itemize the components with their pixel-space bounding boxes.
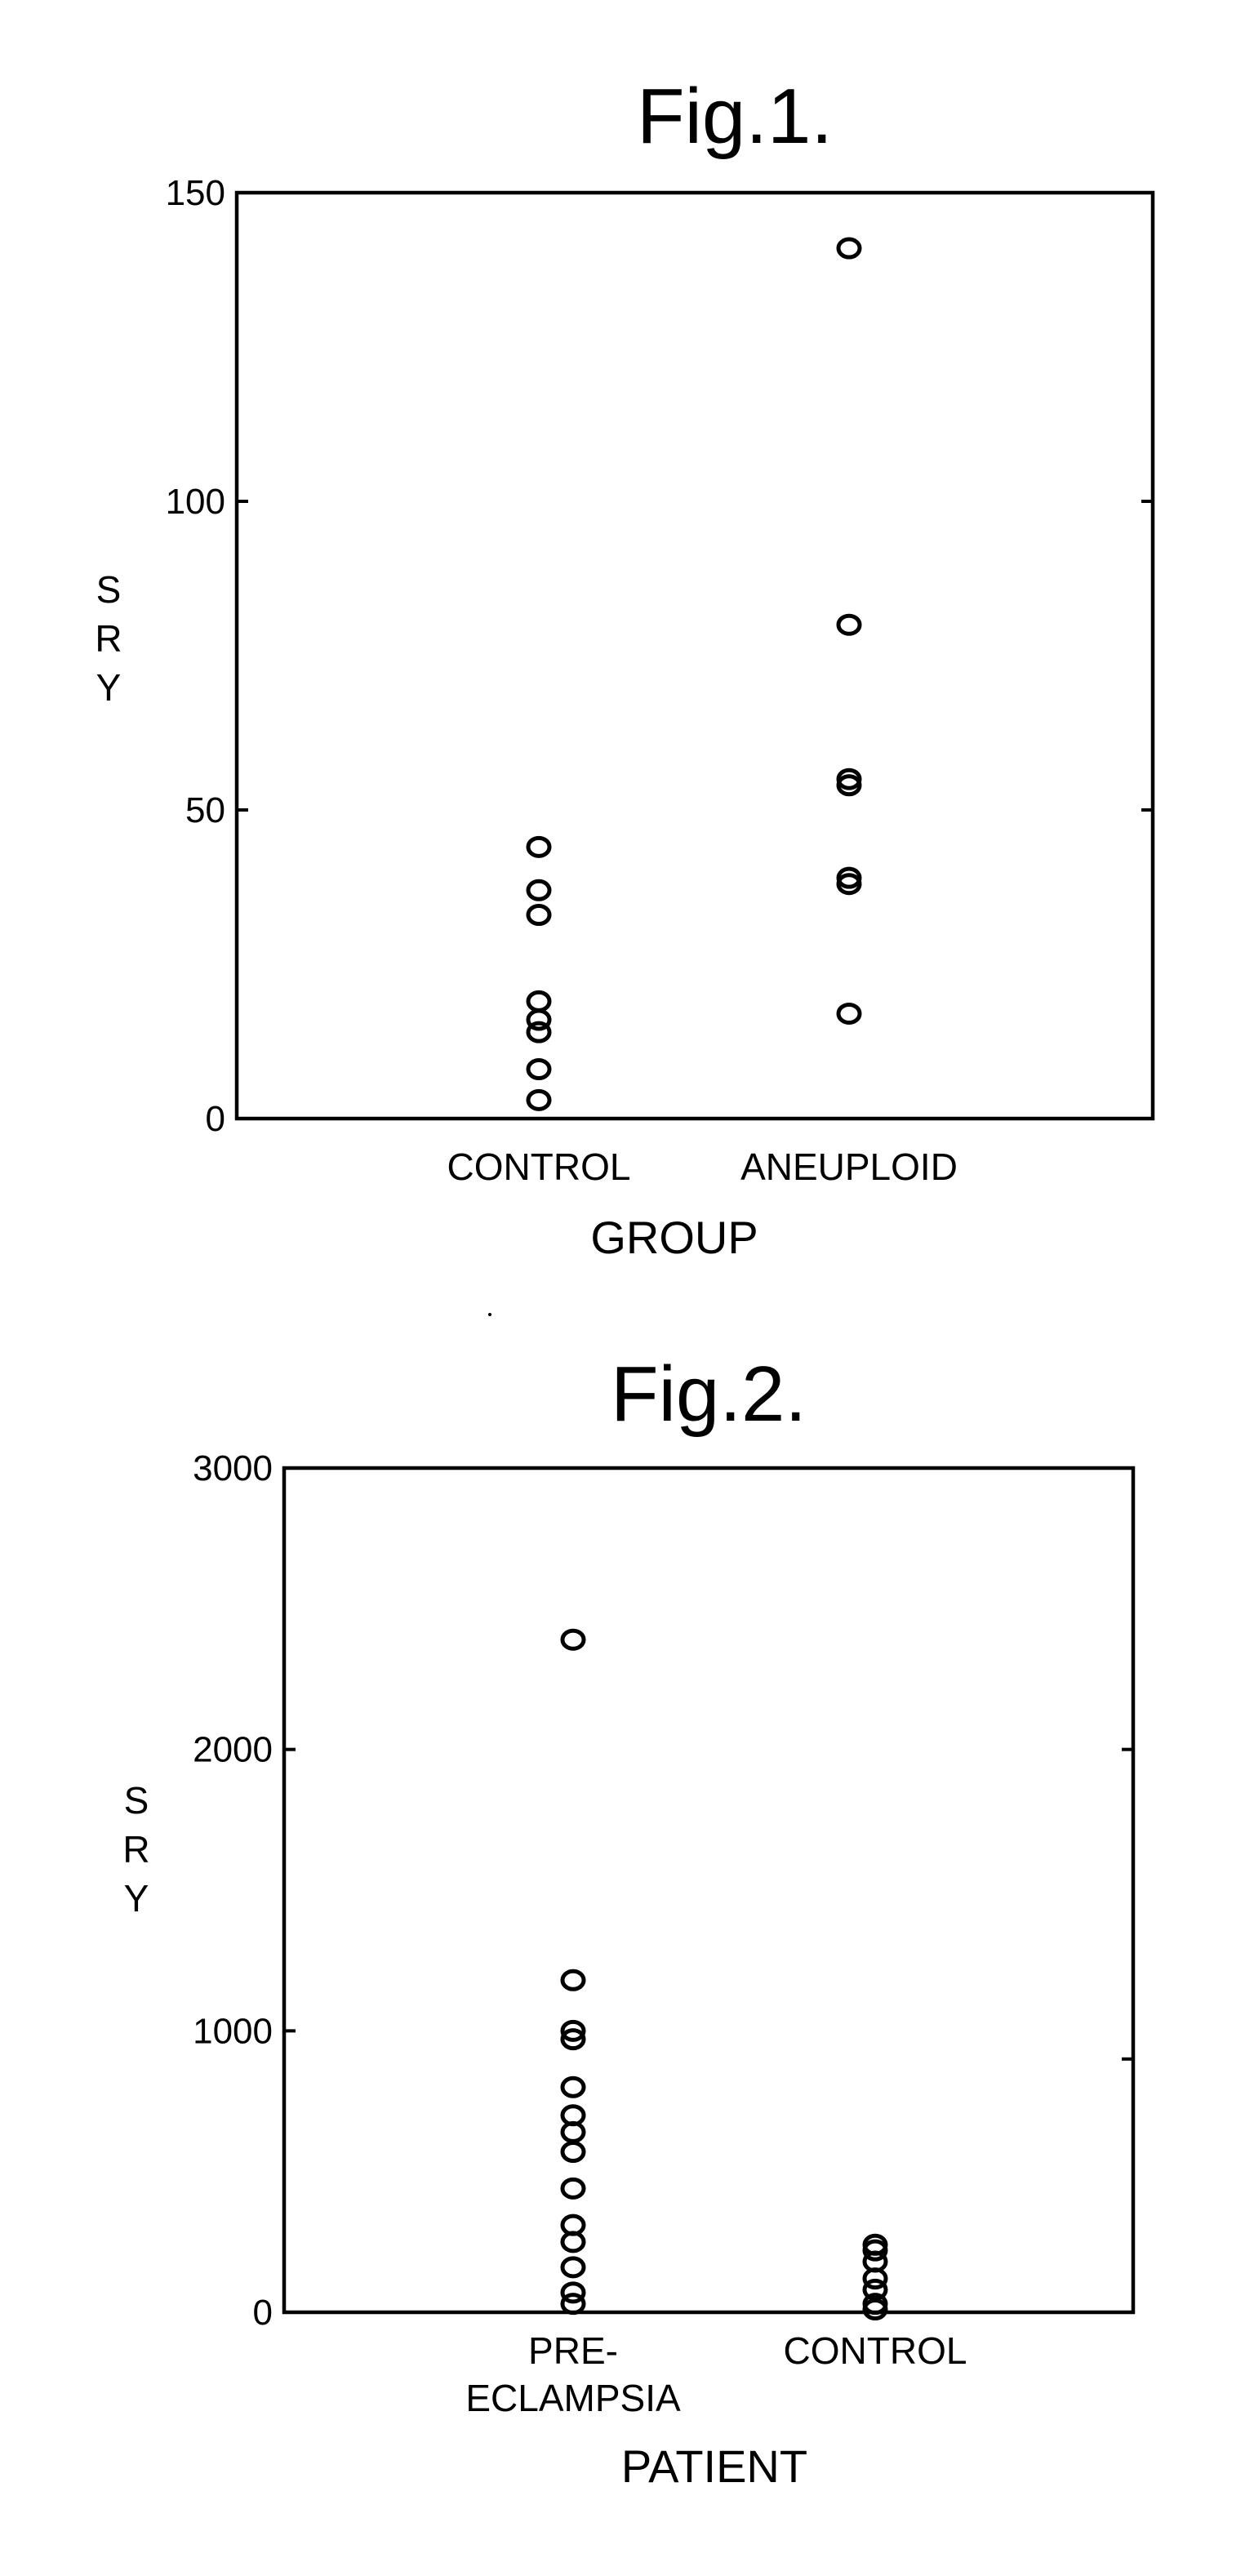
data-point [528,906,549,924]
data-point [528,838,549,856]
data-point [563,2295,584,2313]
y-tick-label: 50 [185,790,225,830]
y-tick-label: 150 [166,173,225,213]
y-tick-label: 0 [206,1099,225,1139]
x-category-label: CONTROL [784,2329,967,2372]
y-axis-title-letter: S [124,1779,149,1822]
figure-title: Fig.2. [611,1350,807,1438]
x-axis-title: GROUP [590,1212,758,1263]
x-category-label: ANEUPLOID [740,1146,958,1188]
figure-2-chart: Fig.2. 0 1000 2000 3000SRY PRE- ECLAMPSIA CONTR… [122,1350,1133,2492]
data-point [528,992,549,1010]
y-axis-title-letter: S [96,568,122,611]
data-point [528,1023,549,1041]
data-point [563,2179,584,2197]
data-point [563,1971,584,1989]
data-point [838,1004,860,1022]
plot-frame [237,193,1153,1119]
data-point [563,2078,584,2096]
figure-1-chart: Fig.1. 0 50 100 150SRY CONTROL ANEUPLOID GROUP [95,73,1153,1263]
x-category-label: PRE- [528,2329,618,2372]
data-point [528,881,549,899]
data-point [528,1061,549,1079]
stray-dot [488,1313,491,1316]
data-point [838,616,860,634]
y-tick-label: 2000 [193,1730,273,1770]
x-category-label: CONTROL [447,1146,631,1188]
data-point [528,1091,549,1109]
y-axis-title-letter: Y [124,1877,149,1920]
y-axis-title-letter: R [95,617,122,660]
plot-frame [284,1468,1133,2312]
y-tick-label: 3000 [193,1448,273,1488]
y-tick-label: 0 [253,2293,273,2333]
data-point [838,239,860,257]
x-category-label: ECLAMPSIA [465,2377,681,2419]
y-tick-label: 1000 [193,2011,273,2051]
data-point [563,1631,584,1648]
y-tick-label: 100 [166,482,225,522]
y-axis-title-letter: Y [96,666,122,709]
x-axis-title: PATIENT [621,2440,807,2492]
data-point [563,2258,584,2276]
data-point [563,2143,584,2161]
figure-title: Fig.1. [637,73,833,160]
y-axis-title-letter: R [122,1828,149,1871]
